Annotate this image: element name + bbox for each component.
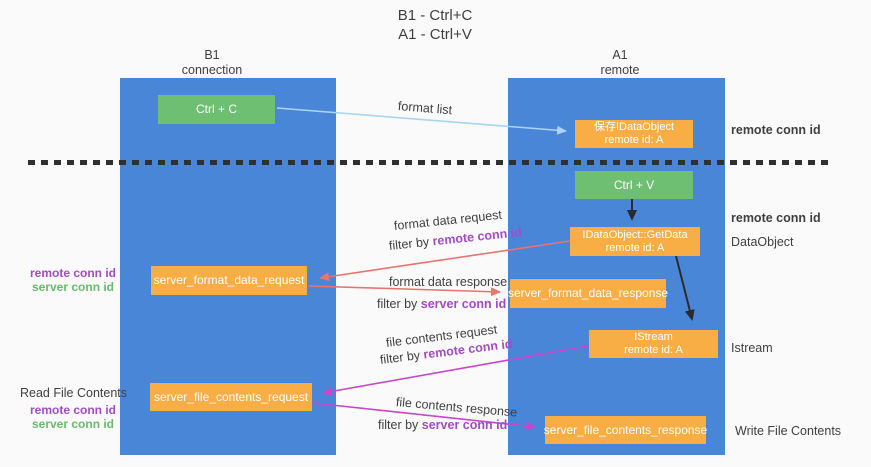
node-ctrl-c-label: Ctrl + C xyxy=(195,102,237,116)
node-ctrl-c: Ctrl + C xyxy=(158,95,275,124)
node-format-request-label: server_format_data_request xyxy=(153,273,305,287)
filter-by-text: filter by xyxy=(377,297,421,311)
node-save-idataobject-line2: remote id: A xyxy=(604,134,664,146)
annotation-dataobject: DataObject xyxy=(731,235,794,249)
label-filter-by-server-conn-id-2: filter by server conn id xyxy=(378,418,507,432)
annotation-remote-conn-id-top-right: remote conn id xyxy=(731,123,821,137)
lane-b1-subtitle: connection xyxy=(181,63,243,77)
copy-paste-divider-dashed-line xyxy=(28,160,830,165)
node-server-file-contents-response: server_file_contents_response xyxy=(543,416,708,444)
lane-a1-subtitle: remote xyxy=(600,63,640,77)
node-idataobject-getdata: IDataObject::GetData remote id: A xyxy=(570,227,700,256)
node-istream: IStream remote id: A xyxy=(589,330,718,358)
node-file-response-label: server_file_contents_response xyxy=(543,422,708,437)
server-conn-id-text: server conn id xyxy=(420,297,507,311)
title-line-1: B1 - Ctrl+C xyxy=(397,7,473,24)
annotation-istream: Istream xyxy=(731,341,773,355)
filter-by-text: filter by xyxy=(378,418,422,432)
label-file-contents-response: file contents response xyxy=(395,395,518,420)
lane-a1-name: A1 xyxy=(612,48,628,62)
remote-conn-id-text: remote conn id xyxy=(29,403,116,417)
annotation-write-file-contents: Write File Contents xyxy=(735,424,842,438)
annotation-remote-conn-id-mid-right: remote conn id xyxy=(731,211,821,225)
filter-by-text: filter by xyxy=(388,234,434,253)
lane-b1-name: B1 xyxy=(204,48,220,62)
remote-conn-id-text: remote conn id xyxy=(29,266,116,280)
annotation-conn-ids-mid-left: remote conn id server conn id xyxy=(28,266,118,294)
node-getdata-line2: remote id: A xyxy=(605,241,665,254)
lane-header-b1: B1 connection xyxy=(152,48,272,78)
lane-header-a1: A1 remote xyxy=(560,48,680,78)
node-server-format-data-request: server_format_data_request xyxy=(151,266,307,295)
node-server-file-contents-request: server_file_contents_request xyxy=(150,383,312,411)
node-ctrl-v: Ctrl + V xyxy=(575,171,693,199)
label-filter-by-server-conn-id-1: filter by server conn id xyxy=(377,297,506,311)
node-getdata-line1: IDataObject::GetData xyxy=(582,228,688,241)
label-format-list: format list xyxy=(397,99,453,118)
node-istream-line1: IStream xyxy=(634,331,673,343)
node-save-idataobject-line1: 保存IDataObject xyxy=(593,121,675,133)
server-conn-id-text: server conn id xyxy=(31,417,115,431)
diagram-title: B1 - Ctrl+C A1 - Ctrl+V xyxy=(345,6,525,44)
node-istream-line2: remote id: A xyxy=(624,344,683,356)
node-save-idataobject: 保存IDataObject remote id: A xyxy=(575,120,693,148)
label-format-data-response: format data response xyxy=(389,275,508,289)
annotation-conn-ids-bottom-left: remote conn id server conn id xyxy=(28,403,118,431)
node-server-format-data-response: server_format_data_response xyxy=(507,279,669,308)
title-line-2: A1 - Ctrl+V xyxy=(398,26,472,43)
node-format-response-label: server_format_data_response xyxy=(507,286,669,300)
annotation-read-file-contents: Read File Contents xyxy=(20,386,128,400)
node-file-request-label: server_file_contents_request xyxy=(153,389,309,404)
node-ctrl-v-label: Ctrl + V xyxy=(613,177,655,192)
server-conn-id-text: server conn id xyxy=(421,418,508,432)
filter-by-text: filter by xyxy=(379,347,425,367)
server-conn-id-text: server conn id xyxy=(31,280,115,294)
